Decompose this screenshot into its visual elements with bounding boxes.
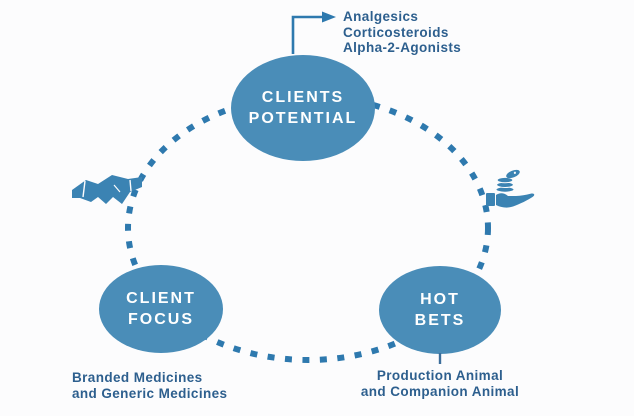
annotation-line: and Generic Medicines [72, 385, 228, 401]
node-label-line: HOT [420, 291, 460, 308]
node-label-line: POTENTIAL [248, 110, 358, 127]
node-label-line: FOCUS [128, 311, 194, 328]
handshake-icon [72, 175, 142, 204]
node-label-line: BETS [414, 312, 466, 329]
hand-coins-icon [486, 169, 535, 208]
node-clients-potential [231, 55, 375, 161]
annotation-line: Production Animal [376, 368, 504, 383]
node-label-line: CLIENTS [261, 89, 345, 106]
drug-item: Alpha-2-Agonists [343, 40, 462, 55]
annotation-line: and Companion Animal [360, 383, 520, 399]
arrow-head-icon [322, 11, 336, 23]
node-label-line: CLIENT [126, 290, 196, 307]
annotation-line: Branded Medicines [72, 370, 203, 385]
node-label-hot-bets: HOT BETS [379, 266, 501, 354]
node-hot-bets [379, 266, 501, 354]
drug-item: Analgesics [343, 9, 419, 24]
hot-bets-annotation: Production Animal and Companion Animal [330, 368, 550, 399]
node-client-focus [99, 265, 223, 353]
client-focus-annotation: Branded Medicines and Generic Medicines [72, 370, 227, 401]
node-label-client-focus: CLIENT FOCUS [99, 265, 223, 353]
node-label-clients-potential: CLIENTS POTENTIAL [231, 56, 375, 160]
drug-item: Corticosteroids [343, 24, 449, 40]
arrow-line [291, 15, 322, 54]
clients-potential-items: Analgesics Corticosteroids Alpha-2-Agoni… [343, 9, 461, 56]
